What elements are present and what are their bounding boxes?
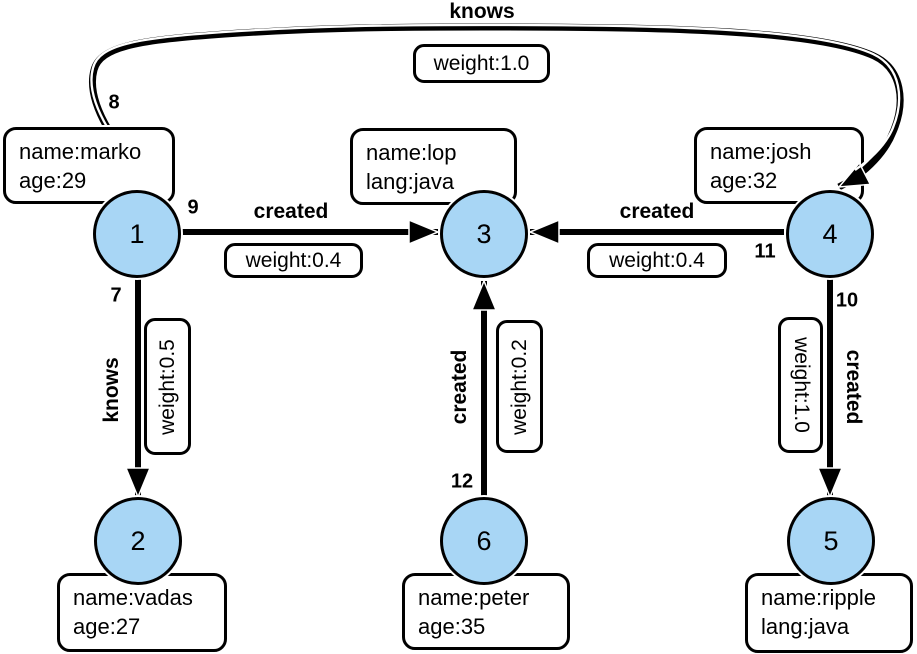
weight-value: weight:1.0 xyxy=(789,337,813,433)
vertex-1: 1 xyxy=(93,190,181,278)
edge-8-label: knows xyxy=(449,0,515,23)
weight-value: weight:0.5 xyxy=(155,338,179,435)
property-line: age:35 xyxy=(418,614,486,639)
edge-10-label: created xyxy=(842,349,865,425)
weight-value: weight:0.4 xyxy=(245,248,342,272)
vertex-6: 6 xyxy=(440,497,528,585)
vertex-2-properties: name:vadas age:27 xyxy=(57,573,227,652)
edge-8-weight-box: weight:1.0 xyxy=(413,44,550,83)
property-line: age:27 xyxy=(73,614,141,639)
edge-7-weight-box: weight:0.5 xyxy=(144,318,191,455)
edge-8-id: 8 xyxy=(108,91,120,114)
vertex-id: 1 xyxy=(129,218,145,249)
edge-9-id: 9 xyxy=(187,196,199,219)
edge-11-label: created xyxy=(619,200,695,223)
property-line: age:32 xyxy=(710,168,778,193)
edge-11-weight-box: weight:0.4 xyxy=(587,243,727,278)
vertex-2: 2 xyxy=(94,497,182,585)
edge-9-label: created xyxy=(253,200,329,223)
edge-10-id: 10 xyxy=(835,289,859,312)
edge-9-weight-box: weight:0.4 xyxy=(224,243,363,278)
vertex-5: 5 xyxy=(787,497,875,585)
weight-value: weight:0.4 xyxy=(609,248,705,272)
vertex-id: 3 xyxy=(476,218,492,249)
vertex-5-properties: name:ripple lang:java xyxy=(745,573,913,653)
property-line: name:ripple xyxy=(761,585,876,610)
weight-value: weight:1.0 xyxy=(433,51,530,75)
property-line: name:vadas xyxy=(73,585,193,610)
edge-8-highlight xyxy=(90,23,901,171)
edge-12-label: created xyxy=(448,349,471,425)
property-line: name:josh xyxy=(710,139,812,164)
edge-12-id: 12 xyxy=(450,470,474,493)
vertex-id: 4 xyxy=(822,218,838,249)
property-line: age:29 xyxy=(19,168,87,193)
property-line: lang:java xyxy=(761,614,850,639)
vertex-id: 2 xyxy=(130,525,146,556)
property-line: name:lop xyxy=(366,140,457,165)
edge-7-label: knows xyxy=(100,357,123,423)
property-line: name:peter xyxy=(418,585,530,610)
edge-10-weight-box: weight:1.0 xyxy=(778,317,823,453)
vertex-4-properties: name:josh age:32 xyxy=(694,127,864,204)
vertex-3: 3 xyxy=(440,190,528,278)
edge-11-id: 11 xyxy=(754,240,776,263)
vertex-id: 6 xyxy=(476,525,492,556)
property-line: name:marko xyxy=(19,139,142,164)
edge-7-id: 7 xyxy=(110,284,122,307)
weight-value: weight:0.2 xyxy=(507,338,531,435)
property-line: lang:java xyxy=(366,169,455,194)
vertex-4: 4 xyxy=(786,190,874,278)
vertex-6-properties: name:peter age:35 xyxy=(402,573,570,650)
vertex-id: 5 xyxy=(823,525,839,556)
edge-12-weight-box: weight:0.2 xyxy=(496,320,543,453)
